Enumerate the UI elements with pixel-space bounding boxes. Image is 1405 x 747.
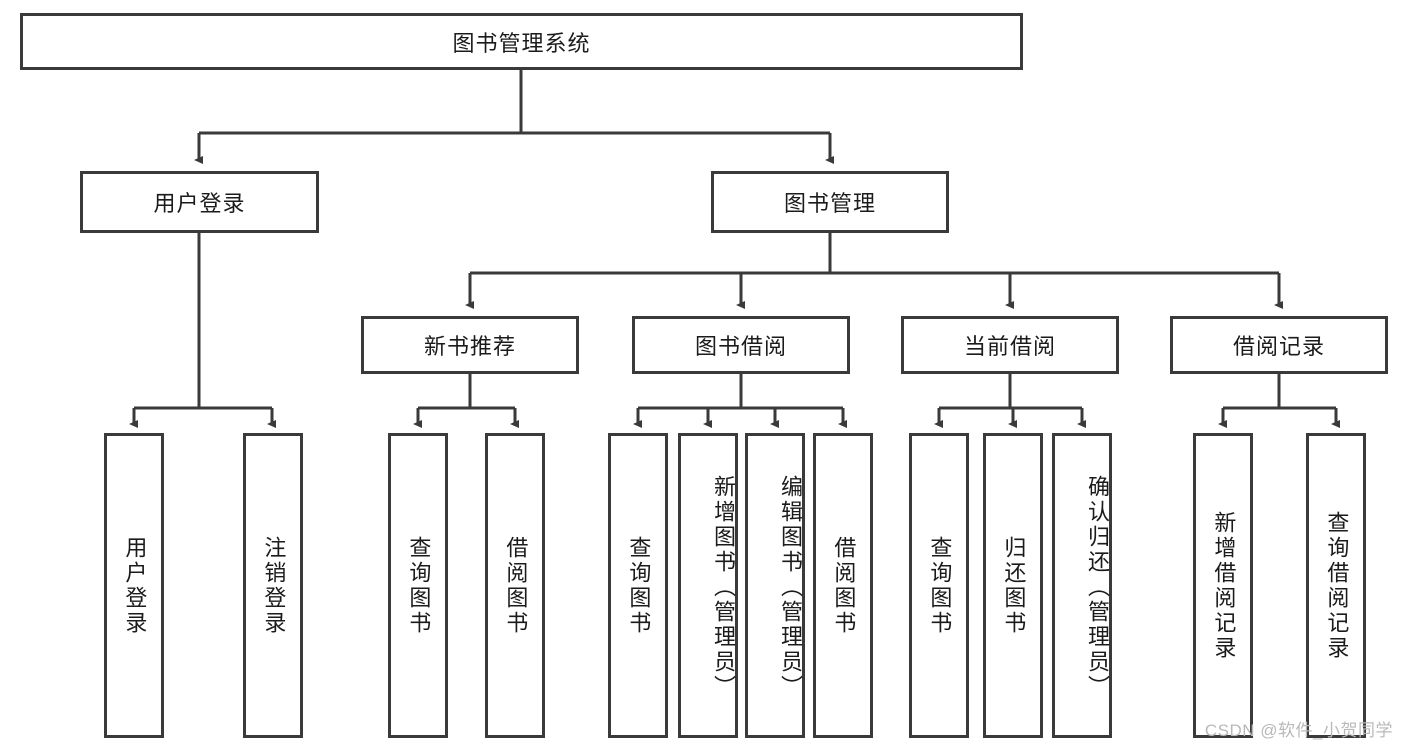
node-label: 借阅图书 <box>831 535 857 636</box>
node-leaf-user-login[interactable]: 用户登录 <box>104 433 164 738</box>
node-label: 注销登录 <box>261 535 287 636</box>
node-label: 编辑图书（管理员） <box>778 475 803 700</box>
node-leaf-query-borrow-record[interactable]: 查询借阅记录 <box>1306 433 1366 738</box>
node-leaf-add-book-admin[interactable]: 新增图书（管理员） <box>678 433 738 738</box>
node-label: 图书借阅 <box>694 334 787 359</box>
node-leaf-borrow-book[interactable]: 借阅图书 <box>813 433 873 738</box>
node-label: 新增借阅记录 <box>1211 510 1237 661</box>
node-label: 用户登录 <box>153 191 246 216</box>
node-root[interactable]: 图书管理系统 <box>20 13 1023 70</box>
node-leaf-query-book-current[interactable]: 查询图书 <box>909 433 969 738</box>
node-label: 查询图书 <box>927 535 953 636</box>
node-leaf-return-book[interactable]: 归还图书 <box>983 433 1043 738</box>
node-label: 新增图书（管理员） <box>711 475 736 700</box>
node-leaf-add-borrow-record[interactable]: 新增借阅记录 <box>1193 433 1253 738</box>
node-label: 当前借阅 <box>963 334 1056 359</box>
node-book-borrow[interactable]: 图书借阅 <box>632 316 850 374</box>
node-label: 归还图书 <box>1001 535 1027 636</box>
node-leaf-edit-book-admin[interactable]: 编辑图书（管理员） <box>745 433 805 738</box>
node-user-login[interactable]: 用户登录 <box>80 171 319 233</box>
node-label: 图书管理 <box>783 191 876 216</box>
node-label: 图书管理系统 <box>452 30 591 56</box>
node-label: 查询图书 <box>626 535 652 636</box>
node-label: 用户登录 <box>122 535 148 636</box>
node-label: 借阅图书 <box>503 535 529 636</box>
node-leaf-query-book[interactable]: 查询图书 <box>608 433 668 738</box>
node-leaf-query-book-recommend[interactable]: 查询图书 <box>388 433 448 738</box>
node-book-manage[interactable]: 图书管理 <box>711 171 949 233</box>
node-leaf-borrow-book-recommend[interactable]: 借阅图书 <box>485 433 545 738</box>
node-label: 查询图书 <box>406 535 432 636</box>
node-label: 查询借阅记录 <box>1324 510 1350 661</box>
node-label: 新书推荐 <box>423 334 516 359</box>
node-leaf-confirm-return-admin[interactable]: 确认归还（管理员） <box>1052 433 1112 738</box>
node-new-book-recommend[interactable]: 新书推荐 <box>361 316 579 374</box>
node-current-borrow[interactable]: 当前借阅 <box>901 316 1119 374</box>
node-borrow-record[interactable]: 借阅记录 <box>1170 316 1388 374</box>
csdn-watermark: CSDN @软件_小贺同学 <box>1204 721 1393 740</box>
node-leaf-user-logout[interactable]: 注销登录 <box>243 433 303 738</box>
node-label: 借阅记录 <box>1232 334 1325 359</box>
node-label: 确认归还（管理员） <box>1085 475 1110 700</box>
